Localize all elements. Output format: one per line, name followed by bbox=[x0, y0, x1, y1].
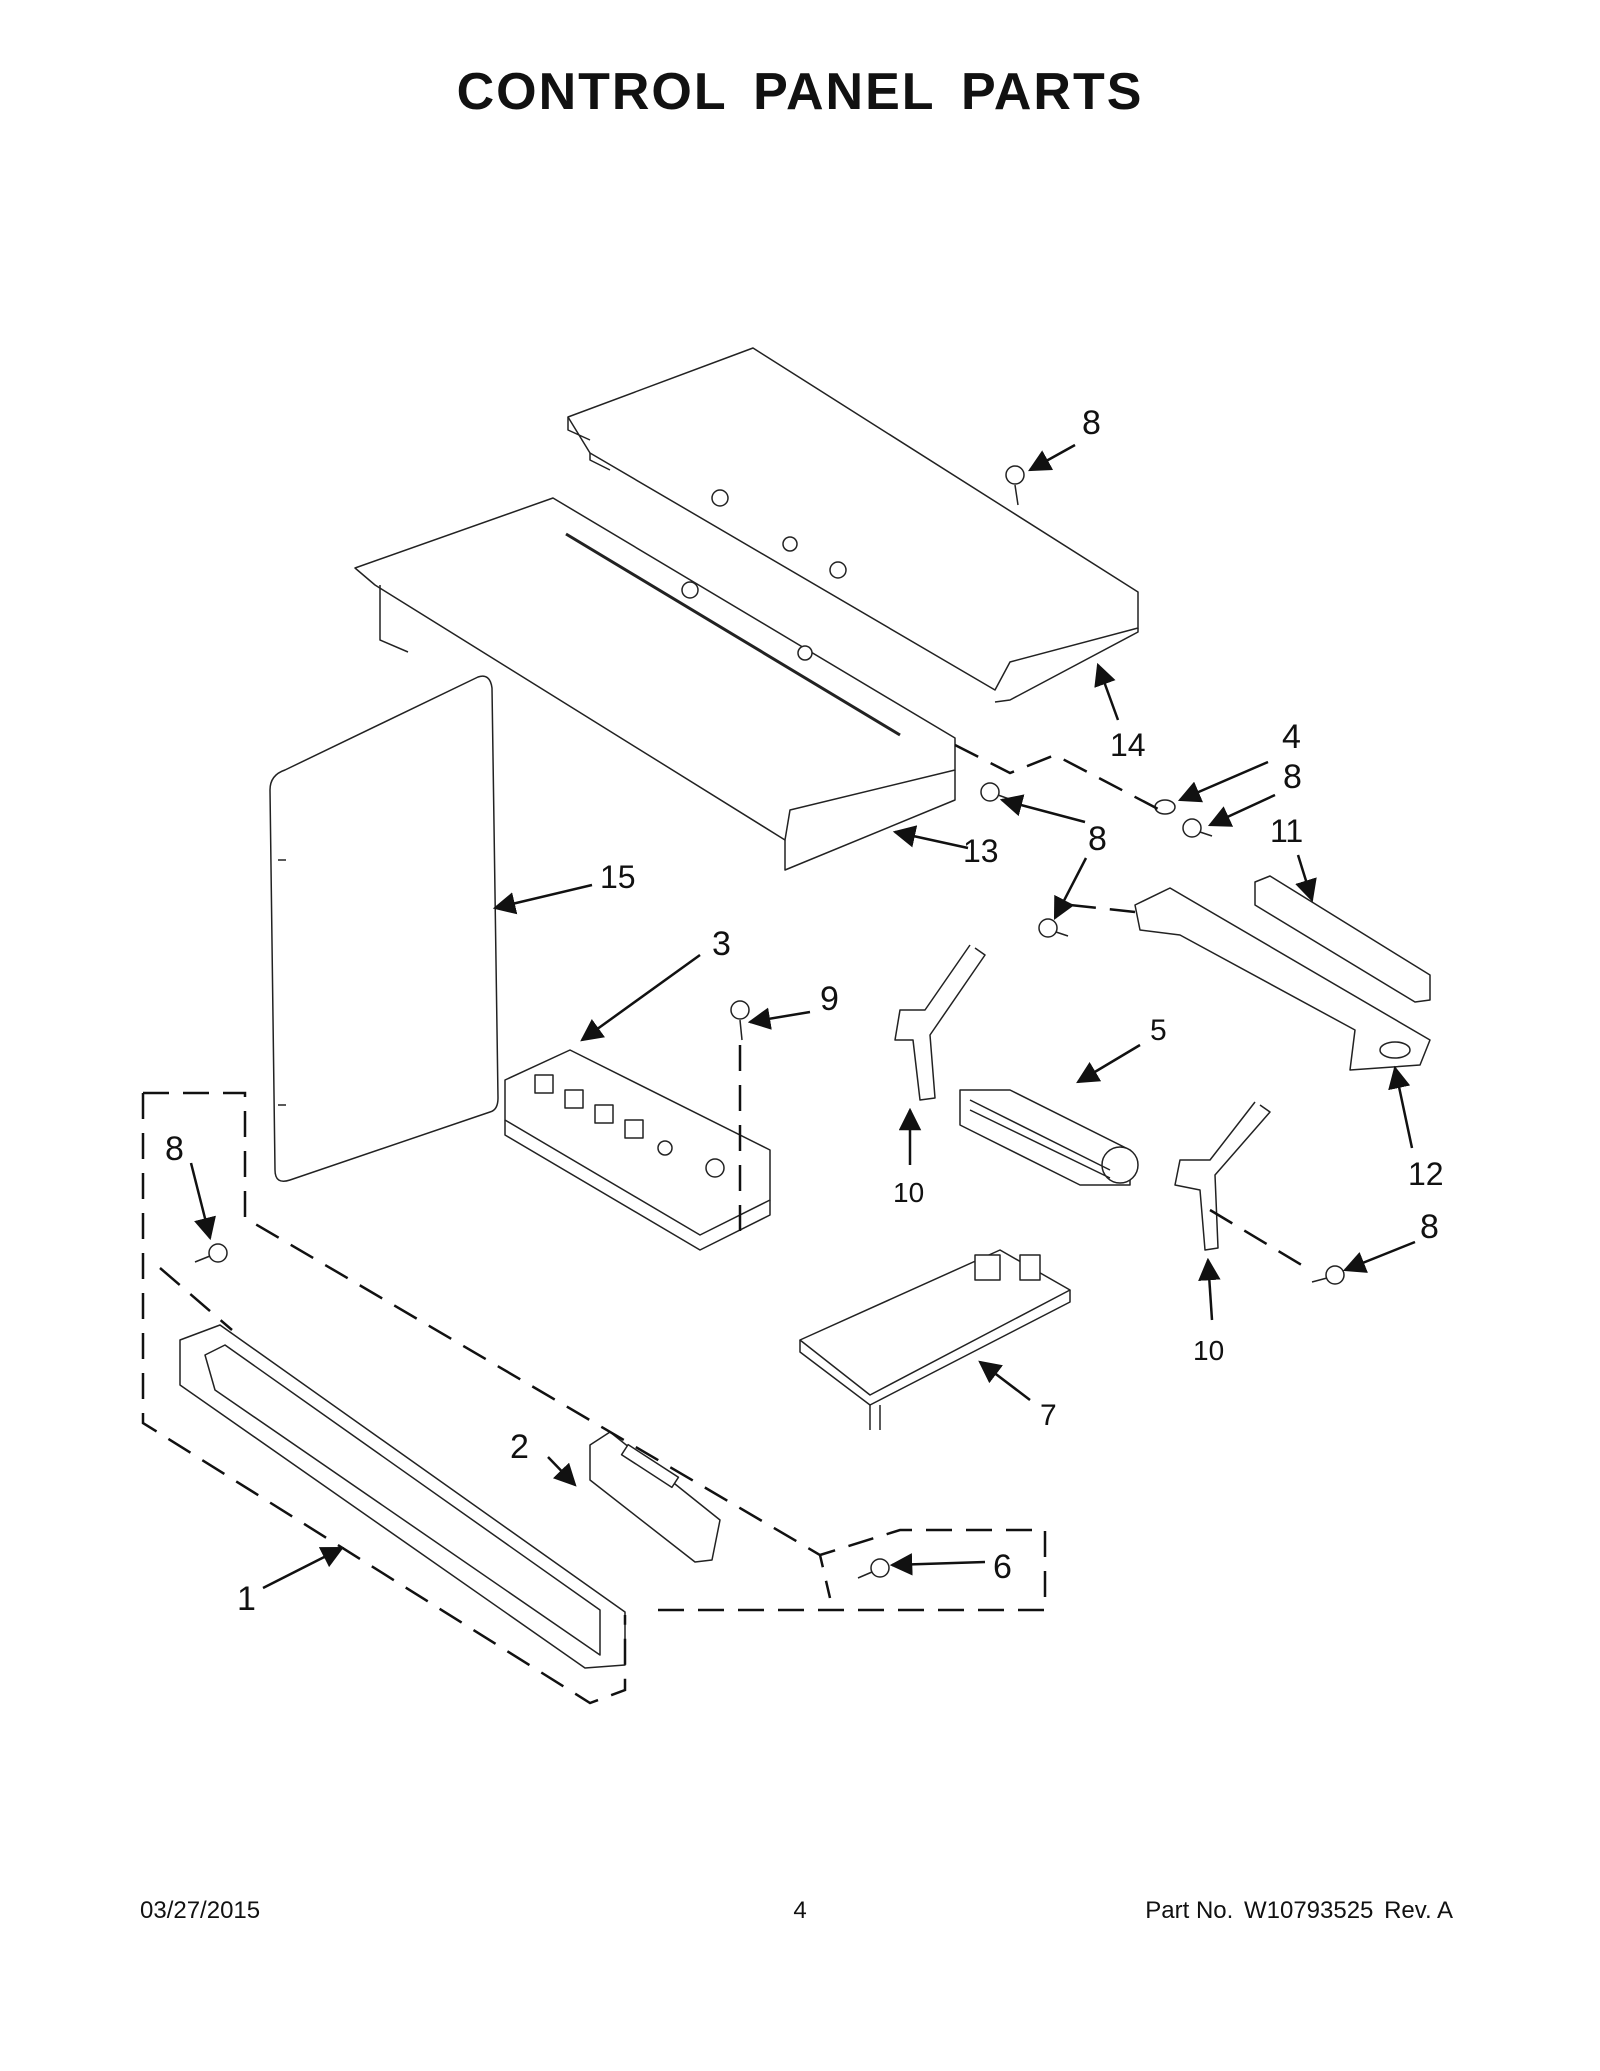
part-control-board bbox=[504, 1049, 771, 1251]
revision: Rev. A bbox=[1384, 1897, 1453, 1924]
part-panel-shroud bbox=[354, 497, 956, 871]
callout-3: 3 bbox=[712, 925, 731, 963]
part-label: Part No. bbox=[1145, 1897, 1234, 1924]
page-title: CONTROL PANEL PARTS bbox=[456, 63, 1144, 121]
part-bracket-left bbox=[894, 944, 986, 1101]
part-side-panel bbox=[269, 675, 499, 1182]
screw-control-board bbox=[730, 1000, 750, 1041]
callout-6: 6 bbox=[993, 1548, 1012, 1586]
part-number: W10793525 bbox=[1243, 1897, 1374, 1924]
screw-panel-shroud bbox=[980, 782, 1013, 802]
washer bbox=[1154, 799, 1176, 815]
screw-right-upper bbox=[1182, 818, 1213, 838]
callout-11: 11 bbox=[1270, 813, 1303, 849]
part-bracket-right bbox=[1174, 1101, 1271, 1251]
callout-7: 7 bbox=[1040, 1399, 1057, 1432]
callout-5: 5 bbox=[1150, 1014, 1167, 1047]
callout-10-left: 10 bbox=[893, 1177, 924, 1208]
part-touch-board bbox=[589, 1431, 721, 1563]
footer-date: 03/27/2015 bbox=[140, 1897, 261, 1924]
screw-left bbox=[194, 1243, 228, 1263]
callout-1: 1 bbox=[237, 1580, 256, 1618]
assembly-dashed-lines bbox=[141, 743, 1311, 1705]
screw-console bbox=[857, 1558, 890, 1579]
callout-8-right-lower: 8 bbox=[1420, 1208, 1439, 1246]
part-mounting-bracket bbox=[1134, 887, 1431, 1071]
part-top-shroud bbox=[567, 347, 1139, 703]
callout-8-top: 8 bbox=[1082, 404, 1101, 442]
callout-9: 9 bbox=[820, 980, 839, 1018]
callout-12: 12 bbox=[1408, 1156, 1444, 1192]
footer-page-number: 4 bbox=[793, 1897, 807, 1924]
leader-arrows bbox=[189, 443, 1416, 1590]
part-insulation-strip bbox=[1254, 875, 1431, 1003]
callout-4: 4 bbox=[1282, 718, 1301, 756]
callout-10-right: 10 bbox=[1193, 1335, 1224, 1366]
callout-8-mid: 8 bbox=[1088, 820, 1107, 858]
callout-8-right-upper: 8 bbox=[1283, 758, 1302, 796]
part-blower-fan bbox=[959, 1089, 1139, 1186]
screw-top-shroud bbox=[1005, 465, 1025, 506]
part-ui-board bbox=[799, 1249, 1071, 1430]
footer-part-info: Part No. W10793525 Rev. A bbox=[1141, 1897, 1453, 1925]
screw-right-lower bbox=[1311, 1265, 1345, 1285]
part-console-trim bbox=[179, 1324, 626, 1669]
callout-8-left: 8 bbox=[165, 1130, 184, 1168]
callout-13: 13 bbox=[963, 833, 999, 869]
callout-labels: 8 14 4 8 11 8 13 15 8 3 9 5 10 12 8 8 10… bbox=[165, 404, 1444, 1618]
callout-14: 14 bbox=[1110, 727, 1146, 763]
callout-15: 15 bbox=[600, 859, 636, 895]
screw-bracket bbox=[1038, 918, 1069, 938]
callout-2: 2 bbox=[510, 1428, 529, 1466]
